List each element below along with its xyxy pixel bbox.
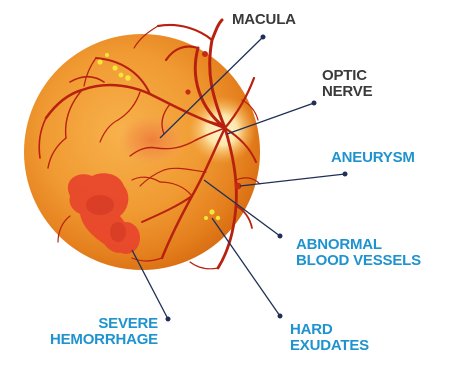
label-abnormal-blood-vessels: ABNORMAL BLOOD VESSELS: [296, 237, 421, 269]
label-macula: MACULA: [232, 12, 296, 28]
label-severe-hemorrhage: SEVERE HEMORRHAGE: [28, 316, 158, 348]
label-aneurysm: ANEURYSM: [331, 150, 415, 166]
label-hard-exudates: HARD EXUDATES: [290, 322, 369, 354]
optic-disc: [188, 96, 256, 164]
label-optic-nerve: OPTIC NERVE: [322, 68, 372, 100]
